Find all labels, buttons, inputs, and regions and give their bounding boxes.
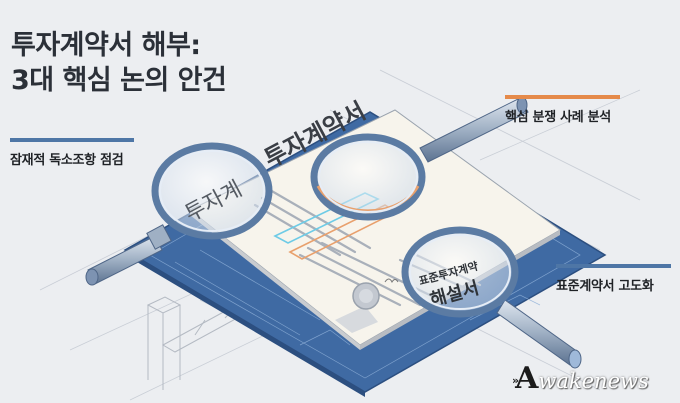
chevron-icon: » xyxy=(512,374,520,387)
logo-mark: A xyxy=(515,361,539,396)
callout-standard-contract: 표준계약서 고도화 xyxy=(556,264,671,294)
callout-label: 잠재적 독소조항 점검 xyxy=(10,153,124,168)
callout-dispute-cases: 핵심 분쟁 사례 분석 xyxy=(505,95,620,125)
callout-label: 핵심 분쟁 사례 분석 xyxy=(505,110,611,125)
callout-accent-bar xyxy=(556,264,671,268)
title-line-2: 3대 핵심 논의 안건 xyxy=(11,65,227,96)
awakenews-logo: » A wakenews xyxy=(512,364,649,394)
callout-toxic-clauses: 잠재적 독소조항 점검 xyxy=(10,138,134,168)
logo-wordmark: wakenews xyxy=(538,369,649,393)
magnifier-left: 투자계 xyxy=(85,142,273,286)
magnifier-right: 표준투자계약 해설서 xyxy=(401,226,582,369)
callout-label: 표준계약서 고도화 xyxy=(556,279,654,294)
callout-accent-bar xyxy=(505,95,620,99)
page-title: 투자계약서 해부: 3대 핵심 논의 안건 xyxy=(11,28,227,98)
title-line-1: 투자계약서 해부: xyxy=(11,30,201,61)
magnifier-center xyxy=(310,96,529,221)
callout-accent-bar xyxy=(10,138,134,142)
